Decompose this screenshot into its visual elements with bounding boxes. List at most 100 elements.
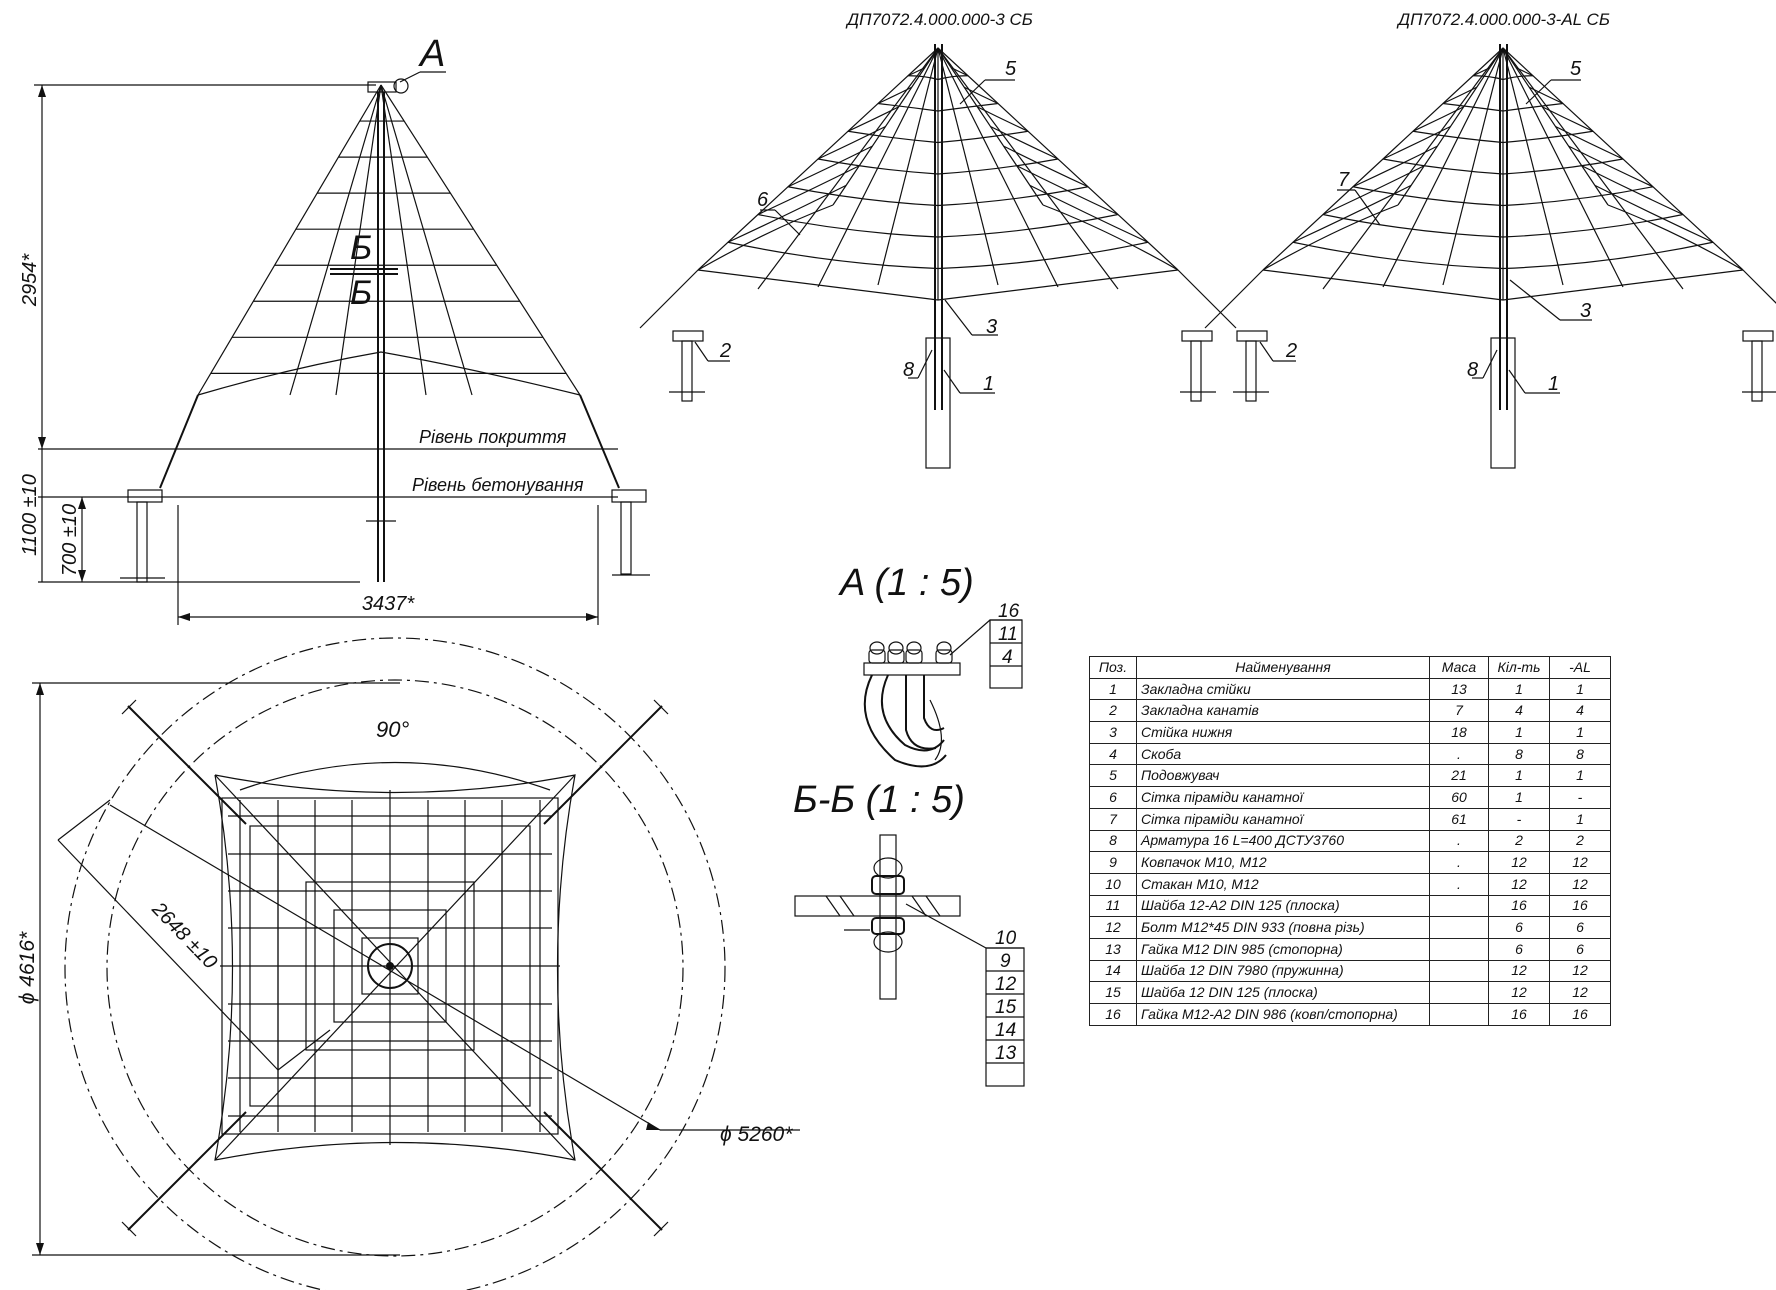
spec-cell-name: Гайка М12-А2 DIN 986 (ковп/стопорна) — [1136, 1003, 1430, 1026]
spec-cell-name: Стійка нижня — [1136, 721, 1430, 744]
spec-cell-name: Шайба 12 DIN 7980 (пружинна) — [1136, 959, 1430, 983]
plan-net — [214, 774, 576, 1161]
plan-circle-diam: ϕ 5260* — [720, 1123, 793, 1146]
spec-cell-name: Шайба 12-А2 DIN 125 (плоска) — [1136, 894, 1430, 918]
cap-nut — [869, 641, 885, 655]
net-ring — [963, 86, 999, 105]
section-bb-callout-14: 14 — [995, 1020, 1016, 1041]
spec-header-name: Найменування — [1136, 656, 1430, 679]
spec-cell-qty: 1 — [1488, 721, 1550, 744]
spec-cell-al: 4 — [1549, 699, 1611, 723]
spec-cell-name: Стакан М10, М12 — [1136, 872, 1430, 896]
net-tensioner — [1204, 269, 1264, 329]
spec-cell-al: 16 — [1549, 1003, 1611, 1026]
cap-nut — [936, 641, 952, 655]
spec-cell-pos: 5 — [1089, 764, 1137, 788]
net-rope — [937, 47, 1119, 290]
spec-header-qty: Кіл-ть — [1488, 656, 1550, 679]
net-ring — [1382, 158, 1624, 175]
std-callout-8: 8 — [903, 359, 914, 381]
spec-cell-pos: 2 — [1089, 699, 1137, 723]
spec-cell-name: Закладна стійки — [1136, 677, 1430, 701]
net-ring — [1382, 125, 1451, 160]
std-callouts: 5 6 3 2 8 1 — [694, 58, 1017, 395]
detail-a-callout-16: 16 — [998, 601, 1020, 622]
std-callout-6: 6 — [757, 189, 769, 211]
spec-cell-al: 12 — [1549, 872, 1611, 896]
net-ring — [1352, 145, 1438, 188]
net-rope — [937, 47, 999, 286]
plan-diag-dim: 2648 ±10 — [147, 898, 221, 974]
spec-cell-name: Болт М12*45 DIN 933 (повна різь) — [1136, 916, 1430, 939]
bolt-head — [905, 649, 923, 664]
std-title: ДП7072.4.000.000-3 СБ — [845, 10, 1033, 29]
spec-cell-qty: 2 — [1488, 829, 1550, 853]
al-callout-7: 7 — [1338, 169, 1350, 191]
spec-cell-mass — [1429, 1003, 1489, 1026]
al-callout-1: 1 — [1548, 373, 1559, 395]
net-tensioner — [639, 269, 699, 329]
detail-a-bolts — [868, 641, 953, 664]
spec-header-pos: Поз. — [1089, 656, 1137, 679]
net-rope — [877, 47, 939, 286]
spec-cell-al: 1 — [1549, 677, 1611, 701]
net-bottom — [1042, 204, 1179, 271]
spec-cell-name: Сітка піраміди канатної — [1136, 786, 1430, 809]
spec-cell-name: Скоба — [1136, 742, 1430, 766]
net-rope — [937, 47, 1059, 288]
net-rope — [1502, 47, 1564, 286]
front-net — [197, 84, 581, 396]
spec-cell-mass: 61 — [1429, 807, 1489, 831]
al-callout-2: 2 — [1285, 340, 1297, 362]
bolt-head — [868, 649, 886, 664]
spec-cell-al: 6 — [1549, 937, 1611, 961]
net-ring — [1412, 106, 1464, 132]
net-ring — [1442, 86, 1478, 105]
spec-cell-mass: 60 — [1429, 786, 1489, 809]
spec-cell-pos: 4 — [1089, 742, 1137, 766]
net-ring — [1568, 145, 1654, 188]
net-bottom — [697, 269, 1179, 301]
net-rope — [817, 47, 939, 288]
spec-cell-pos: 9 — [1089, 851, 1137, 874]
net-ring — [787, 186, 1089, 207]
net-bottom — [197, 351, 581, 396]
plan-view: 90° 2648 ±10 ϕ 4616* ϕ 5260* — [16, 637, 800, 1290]
net-ring — [1292, 241, 1714, 270]
spec-cell-name: Арматура 16 L=400 ДСТУ3760 — [1136, 829, 1430, 853]
spec-cell-name: Гайка М12 DIN 985 (стопорна) — [1136, 937, 1430, 961]
cap-nut — [906, 641, 922, 655]
net-ring — [727, 241, 1149, 270]
net-ring — [977, 106, 1029, 132]
std-callout-2: 2 — [719, 340, 731, 362]
spec-cell-qty: 4 — [1488, 699, 1550, 723]
base-dim: 3437* — [362, 593, 415, 615]
spec-cell-al: 1 — [1549, 721, 1611, 744]
std-callout-5: 5 — [1005, 58, 1017, 80]
net-edge — [380, 84, 581, 396]
spec-cell-mass: . — [1429, 742, 1489, 766]
bolt-head — [935, 649, 953, 664]
front-view: 2954* 1100 ±10 700 ±10 3437* Рівень покр… — [19, 33, 650, 625]
al-callout-8: 8 — [1467, 359, 1478, 381]
detail-a-title: A (1 : 5) — [838, 562, 974, 604]
net-ring — [1594, 184, 1714, 243]
spec-cell-al: 12 — [1549, 959, 1611, 983]
section-bb-callout-10: 10 — [995, 928, 1017, 949]
height-dim: 2954* — [19, 253, 41, 307]
net-rope — [380, 84, 473, 396]
spec-cell-name: Ковпачок М10, М12 — [1136, 851, 1430, 874]
spec-cell-al: 16 — [1549, 894, 1611, 918]
net-ring — [1412, 130, 1594, 144]
net-bottom — [1607, 204, 1744, 271]
net-bottom — [1262, 269, 1744, 301]
net-rope — [380, 84, 427, 396]
std-view: ДП7072.4.000.000-3 СБ 5 6 3 2 8 1 — [639, 10, 1237, 469]
spec-cell-mass — [1429, 981, 1489, 1004]
